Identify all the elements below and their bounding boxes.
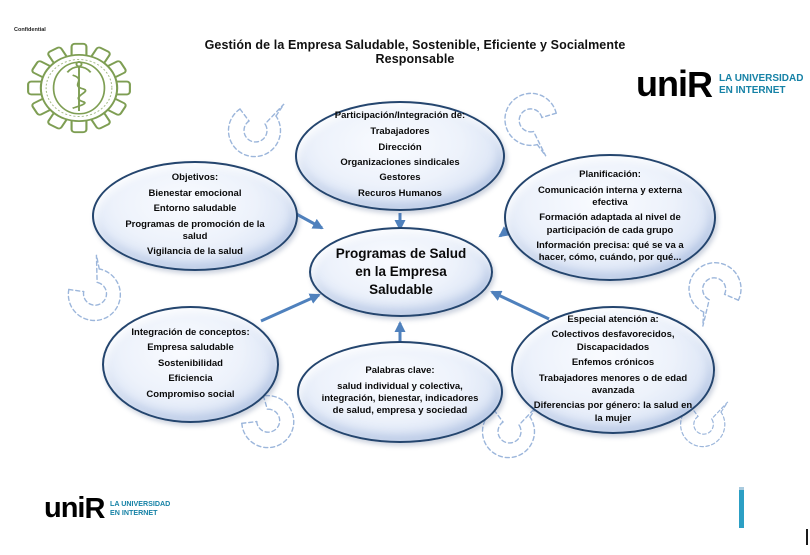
bubble-title: Palabras clave:	[365, 364, 435, 376]
dashed-swirl-arrow-top-right	[495, 85, 566, 157]
caduceus-icon	[66, 61, 92, 111]
bubble-palabras: Palabras clave: salud individual y colec…	[297, 341, 503, 443]
confidential-label: Confidential	[14, 27, 46, 33]
bubble-especial: Especial atención a: Colectivos desfavor…	[511, 306, 715, 434]
arrow-especial-to-center	[490, 290, 550, 321]
dashed-swirl-arrow-top-left	[227, 103, 285, 158]
dashed-swirl-arrow-left	[56, 254, 135, 332]
gear-teeth	[27, 42, 131, 134]
bubble-title: Participación/Integración de:	[334, 110, 466, 122]
bubble-center-programas: Programas de Salud en la Empresa Saludab…	[309, 227, 493, 317]
unir-tagline: LA UNIVERSIDAD EN INTERNET	[110, 498, 171, 517]
unir-logo-bottom: uniR LA UNIVERSIDAD EN INTERNET	[44, 492, 174, 525]
bubble-title: Objetivos:	[171, 171, 219, 183]
bubble-title: Integración de conceptos:	[131, 326, 250, 338]
unir-wordmark: uniR	[636, 63, 713, 105]
center-text: Programas de Salud en la Empresa Saludab…	[335, 245, 467, 298]
unir-logo-top: uniR LA UNIVERSIDAD EN INTERNET	[636, 63, 808, 105]
bubble-title: Especial atención a:	[567, 313, 659, 325]
bubble-planificacion: Planificación: Comunicación interna y ex…	[504, 154, 716, 281]
bubble-integracion: Integración de conceptos: Empresa saluda…	[102, 306, 279, 423]
bubble-objetivos: Objetivos: Bienestar emocional Entorno s…	[92, 161, 298, 271]
gear-caduceus-logo-icon	[27, 42, 131, 134]
bubble-title: Planificación:	[579, 168, 641, 180]
arrow-integracion-to-center	[260, 293, 321, 323]
teal-accent-bar	[739, 487, 744, 528]
unir-wordmark: uniR	[44, 492, 105, 525]
right-edge-tick	[806, 529, 808, 545]
bubble-participacion: Participación/Integración de: Trabajador…	[295, 101, 505, 211]
unir-tagline: LA UNIVERSIDAD EN INTERNET	[718, 71, 804, 96]
page-title: Gestión de la Empresa Saludable, Sosteni…	[204, 38, 626, 66]
